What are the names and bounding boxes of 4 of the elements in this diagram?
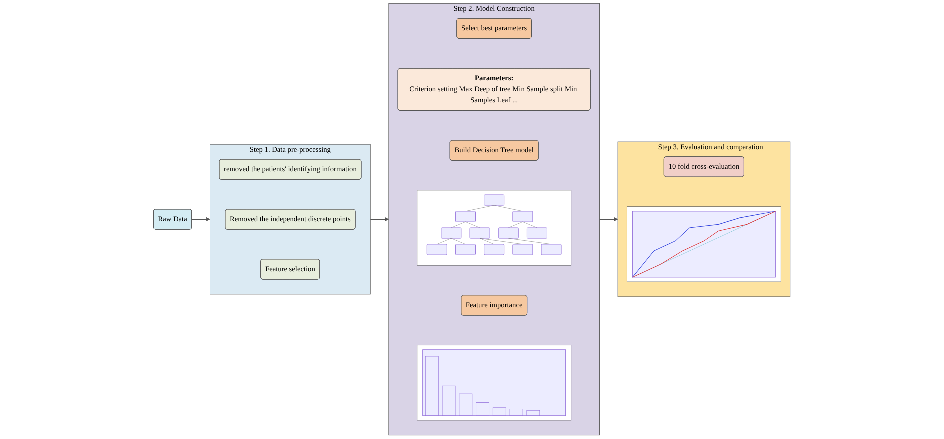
- arrow: [599, 217, 618, 222]
- node-picture: [417, 190, 572, 266]
- arrow: [191, 217, 210, 222]
- arrow: [370, 217, 390, 222]
